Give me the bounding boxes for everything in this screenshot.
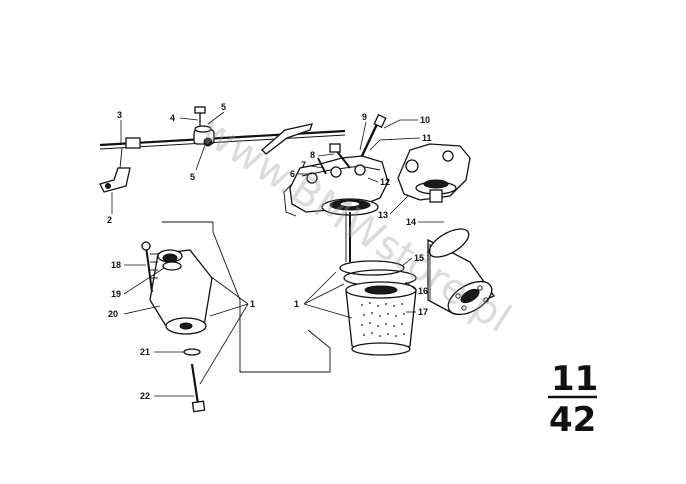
callout-3: 3	[117, 110, 122, 120]
group-number: 11	[551, 359, 598, 399]
callout-6: 6	[290, 169, 295, 179]
callout-16: 16	[418, 286, 428, 296]
group-outline	[162, 221, 331, 373]
callout-8: 8	[310, 150, 315, 160]
callout-21: 21	[140, 347, 150, 357]
washer-21	[183, 348, 201, 356]
callout-10: 10	[420, 115, 430, 125]
callout-14: 14	[406, 217, 416, 227]
callout-18: 18	[111, 260, 121, 270]
callout-20: 20	[108, 309, 118, 319]
callout-2: 2	[107, 215, 112, 225]
callout-15: 15	[414, 253, 424, 263]
callout-12: 12	[380, 177, 390, 187]
callout-13: 13	[378, 210, 388, 220]
callout-1-left: 1	[250, 299, 255, 309]
callout-5-bottom: 5	[190, 172, 195, 182]
callout-9: 9	[362, 112, 367, 122]
callout-7: 7	[301, 160, 306, 170]
page-code: 11 42	[548, 359, 598, 440]
filter-element	[345, 281, 417, 356]
callout-4: 4	[170, 113, 175, 123]
callout-22: 22	[140, 391, 150, 401]
leader-lines	[111, 111, 444, 397]
spin-on-filter	[427, 228, 495, 316]
filter-housing	[141, 241, 213, 335]
callout-11: 11	[422, 133, 432, 143]
callout-1-right: 1	[294, 299, 299, 309]
callouts: 3 4 5 5 2 6 7 8 9 10 11 12 13 14 15 16 1…	[107, 102, 432, 401]
callout-5-top: 5	[221, 102, 226, 112]
callout-17: 17	[418, 307, 428, 317]
bolt-22	[190, 363, 206, 413]
rod-assembly	[99, 106, 346, 193]
filter-adapter	[397, 143, 471, 203]
callout-19: 19	[111, 289, 121, 299]
filter-head	[283, 113, 389, 262]
page-number: 42	[549, 400, 596, 440]
